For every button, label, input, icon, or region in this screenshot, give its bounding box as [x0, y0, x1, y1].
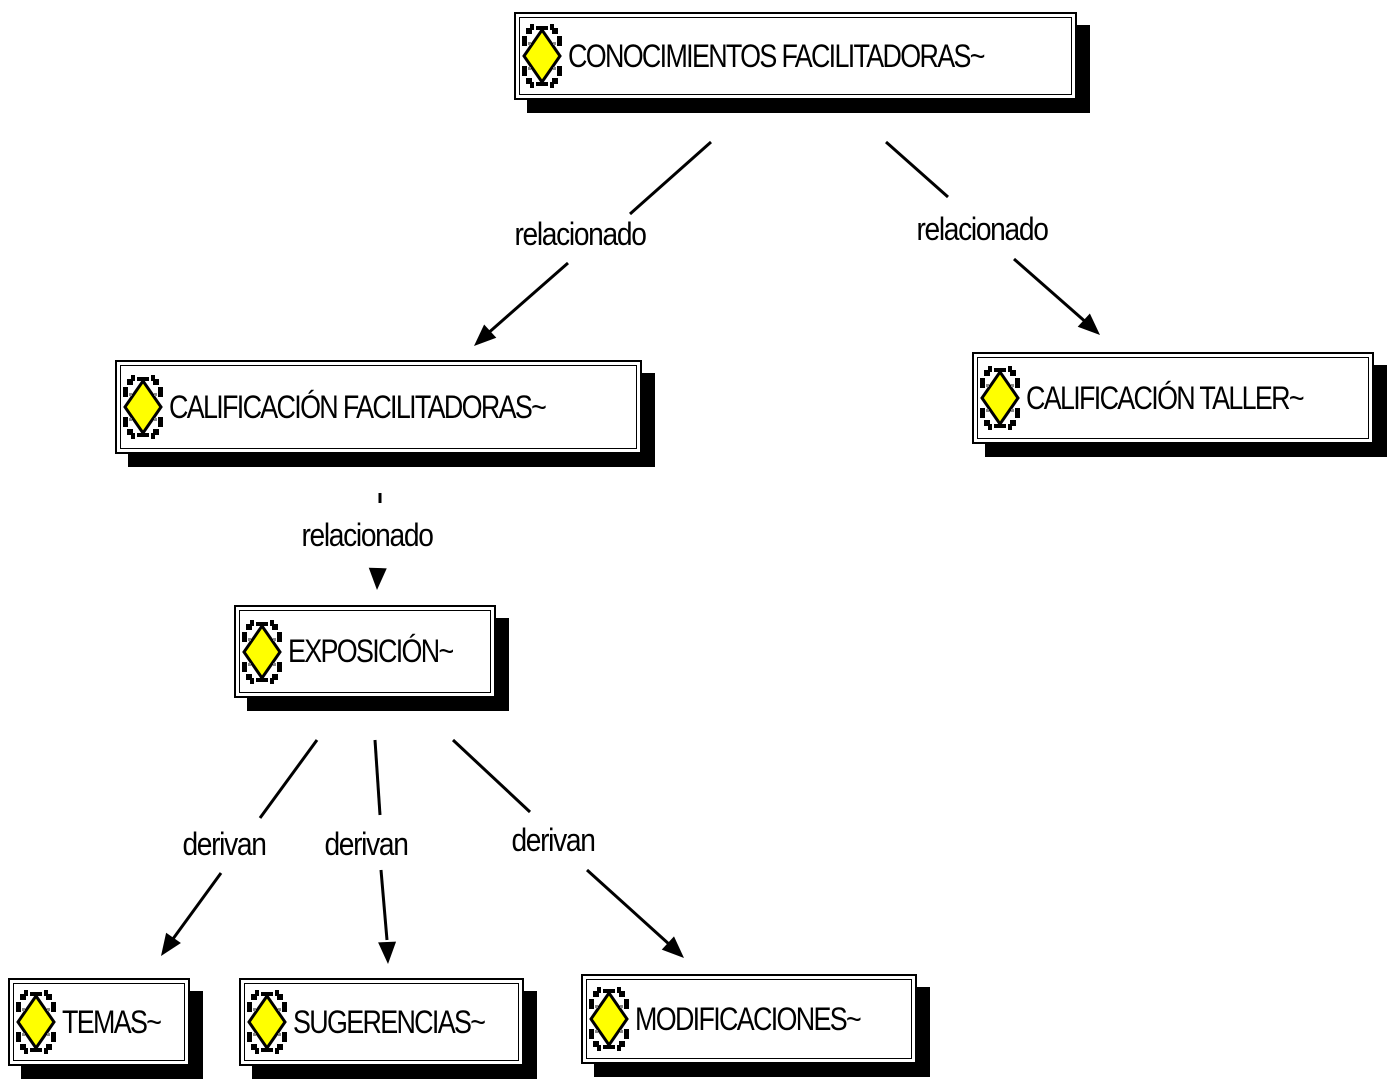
arrowhead: [1077, 313, 1100, 335]
node-label: MODIFICACIONES~: [635, 1000, 862, 1037]
edge-label-relacionado: relacionado: [514, 216, 647, 252]
person-icon: [978, 364, 1022, 432]
edge-label-relacionado: relacionado: [301, 517, 434, 553]
edge-label-derivan: derivan: [324, 826, 409, 862]
connector-line: [373, 739, 382, 816]
person-icon: [121, 373, 165, 441]
node-conocimientos-facilitadoras[interactable]: CONOCIMIENTOS FACILITADORAS~: [514, 12, 1077, 100]
arrowhead: [368, 567, 387, 590]
connector-line: [258, 739, 319, 819]
arrowhead: [161, 932, 181, 956]
connector-line: [379, 869, 389, 941]
node-label: SUGERENCIAS~: [293, 1003, 486, 1040]
arrowhead: [474, 324, 497, 346]
node-label: CONOCIMIENTOS FACILITADORAS~: [568, 37, 985, 74]
connector-line: [168, 872, 223, 944]
node-calificacion-taller[interactable]: CALIFICACIÓN TALLER~: [972, 352, 1374, 444]
connector-line: [629, 140, 712, 216]
edge-label-derivan: derivan: [511, 822, 596, 858]
node-label: TEMAS~: [62, 1003, 162, 1040]
node-label: CALIFICACIÓN FACILITADORAS~: [169, 388, 547, 425]
person-icon: [245, 988, 289, 1056]
node-calificacion-facilitadoras[interactable]: CALIFICACIÓN FACILITADORAS~: [115, 360, 642, 454]
person-icon: [240, 618, 284, 685]
person-icon: [587, 985, 631, 1053]
connector-line: [485, 261, 569, 337]
node-modificaciones[interactable]: MODIFICACIONES~: [581, 974, 917, 1064]
connector-line: [885, 140, 949, 199]
person-icon: [520, 22, 564, 90]
edge-label-derivan: derivan: [182, 826, 267, 862]
connector-line: [1013, 257, 1089, 326]
node-label: CALIFICACIÓN TALLER~: [1026, 379, 1305, 416]
node-exposicion[interactable]: EXPOSICIÓN~: [234, 605, 496, 698]
node-temas[interactable]: TEMAS~: [8, 978, 190, 1066]
connector-line: [585, 868, 672, 947]
person-icon: [14, 988, 58, 1056]
arrowhead: [378, 941, 397, 964]
node-sugerencias[interactable]: SUGERENCIAS~: [239, 978, 524, 1066]
arrowhead: [661, 936, 684, 958]
connector-line: [451, 738, 532, 814]
edge-label-relacionado: relacionado: [916, 211, 1049, 247]
node-label: EXPOSICIÓN~: [288, 633, 454, 669]
